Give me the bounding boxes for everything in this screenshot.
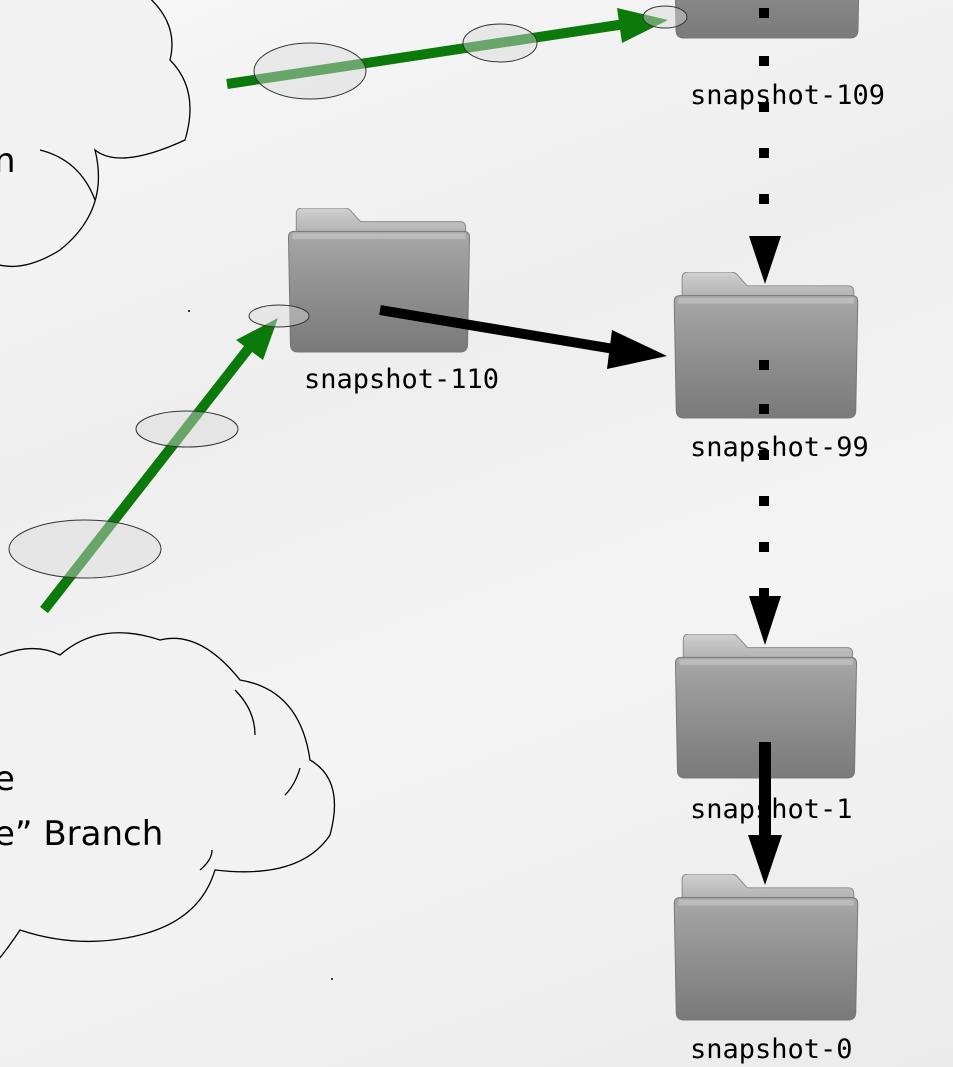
stray-dot [331,978,333,980]
dotted-chain [759,8,769,598]
arrow-snapshot-110-to-99 [379,305,667,369]
folder-icon-snapshot-99 [673,272,859,419]
label-snapshot-110: snapshot-110 [304,364,499,395]
label-snapshot-1: snapshot-1 [690,794,853,825]
bottom-cloud: e e” Branch [0,632,336,959]
folder-icon-snapshot-0 [673,874,859,1021]
top-cloud-text: n [0,141,16,181]
arrow-snapshot-1-to-0 [748,742,782,885]
folder-icon-snapshot-109 [674,0,860,39]
label-snapshot-0: snapshot-0 [690,1034,853,1065]
arrow-head-to-snapshot-1 [749,596,781,645]
green-arrow-to-snapshot-110 [8,304,310,614]
folder-icon-snapshot-110 [287,208,471,353]
stray-dot [188,310,190,312]
arrow-head-to-snapshot-99 [749,236,781,284]
bottom-cloud-line-2: e” Branch [0,814,163,854]
label-snapshot-109: snapshot-109 [690,80,885,111]
bottom-cloud-line-1: e [0,759,15,799]
green-arrow-to-snapshot-109 [226,5,688,100]
top-cloud: n [0,0,191,268]
label-snapshot-99: snapshot-99 [690,432,869,463]
